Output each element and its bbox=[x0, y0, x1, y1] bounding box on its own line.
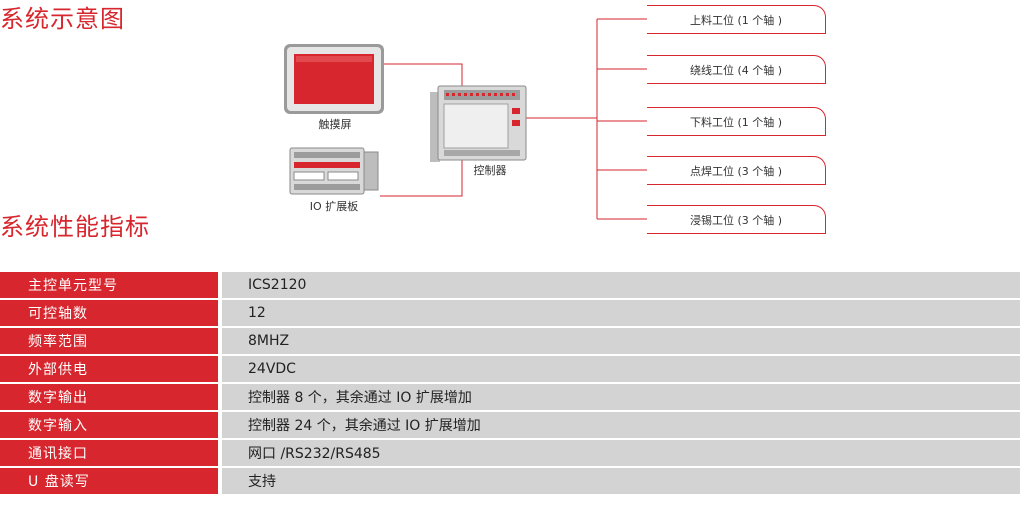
system-diagram bbox=[284, 18, 647, 220]
diagram-section-title: 系统示意图 bbox=[0, 5, 125, 33]
table-row: 通讯接口 网口 /RS232/RS485 bbox=[0, 440, 1020, 466]
station-box: 浸锡工位 (3 个轴 ) bbox=[647, 205, 826, 234]
station-box: 绕线工位 (4 个轴 ) bbox=[647, 55, 826, 84]
spec-value: 网口 /RS232/RS485 bbox=[222, 440, 1020, 466]
spec-value: 12 bbox=[222, 300, 1020, 326]
spec-value: 24VDC bbox=[222, 356, 1020, 382]
table-row: 外部供电 24VDC bbox=[0, 356, 1020, 382]
spec-key: 数字输入 bbox=[0, 412, 218, 438]
spec-value: ICS2120 bbox=[222, 272, 1020, 298]
spec-value: 控制器 8 个，其余通过 IO 扩展增加 bbox=[222, 384, 1020, 410]
spec-key: 可控轴数 bbox=[0, 300, 218, 326]
specs-section-title: 系统性能指标 bbox=[0, 213, 150, 241]
spec-key: U 盘读写 bbox=[0, 468, 218, 494]
spec-value: 控制器 24 个，其余通过 IO 扩展增加 bbox=[222, 412, 1020, 438]
spec-key: 频率范围 bbox=[0, 328, 218, 354]
controller-label: 控制器 bbox=[473, 164, 507, 177]
table-row: U 盘读写 支持 bbox=[0, 468, 1020, 494]
spec-key: 外部供电 bbox=[0, 356, 218, 382]
touchscreen-label: 触摸屏 bbox=[318, 118, 352, 131]
station-box: 下料工位 (1 个轴 ) bbox=[647, 107, 826, 136]
station-box: 上料工位 (1 个轴 ) bbox=[647, 5, 826, 34]
spec-value: 支持 bbox=[222, 468, 1020, 494]
io-board-label: IO 扩展板 bbox=[309, 200, 359, 213]
table-row: 频率范围 8MHZ bbox=[0, 328, 1020, 354]
io-board-device bbox=[289, 147, 379, 195]
controller-device bbox=[430, 85, 527, 162]
spec-key: 主控单元型号 bbox=[0, 272, 218, 298]
table-row: 主控单元型号 ICS2120 bbox=[0, 272, 1020, 298]
spec-value: 8MHZ bbox=[222, 328, 1020, 354]
touchscreen-device bbox=[284, 44, 384, 114]
spec-key: 数字输出 bbox=[0, 384, 218, 410]
table-row: 数字输入 控制器 24 个，其余通过 IO 扩展增加 bbox=[0, 412, 1020, 438]
spec-key: 通讯接口 bbox=[0, 440, 218, 466]
table-row: 可控轴数 12 bbox=[0, 300, 1020, 326]
station-box: 点焊工位 (3 个轴 ) bbox=[647, 156, 826, 185]
link-touchscreen-controller bbox=[384, 63, 463, 92]
link-io-controller bbox=[380, 160, 463, 197]
spec-table: 主控单元型号 ICS2120 可控轴数 12 频率范围 8MHZ 外部供电 24… bbox=[0, 270, 1020, 496]
table-row: 数字输出 控制器 8 个，其余通过 IO 扩展增加 bbox=[0, 384, 1020, 410]
